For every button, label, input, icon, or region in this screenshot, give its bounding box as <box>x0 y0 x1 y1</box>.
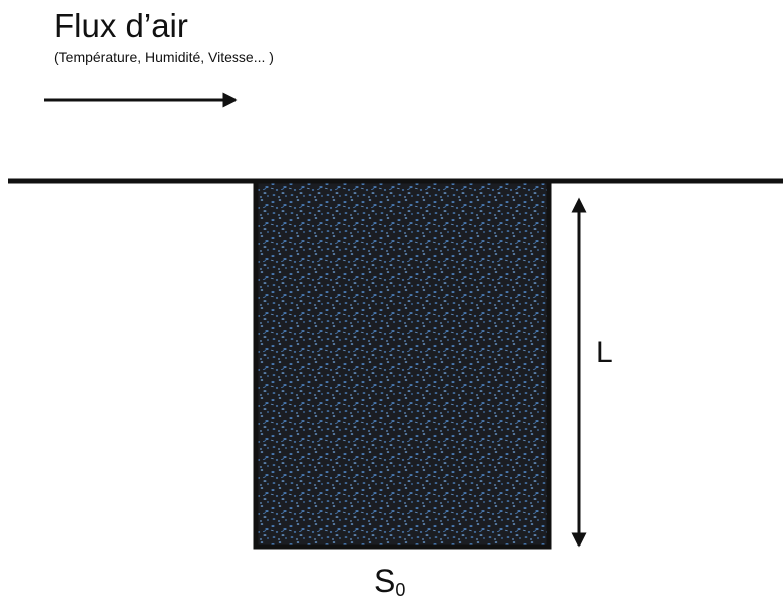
title: Flux d’air <box>54 7 188 44</box>
porous-sample <box>253 178 552 550</box>
surface-label: S0 <box>374 564 405 607</box>
surface-label-subscript: 0 <box>395 580 406 600</box>
surface-label-main: S <box>374 563 396 599</box>
length-label: L <box>596 336 613 369</box>
subtitle: (Température, Humidité, Vitesse... ) <box>54 49 274 65</box>
